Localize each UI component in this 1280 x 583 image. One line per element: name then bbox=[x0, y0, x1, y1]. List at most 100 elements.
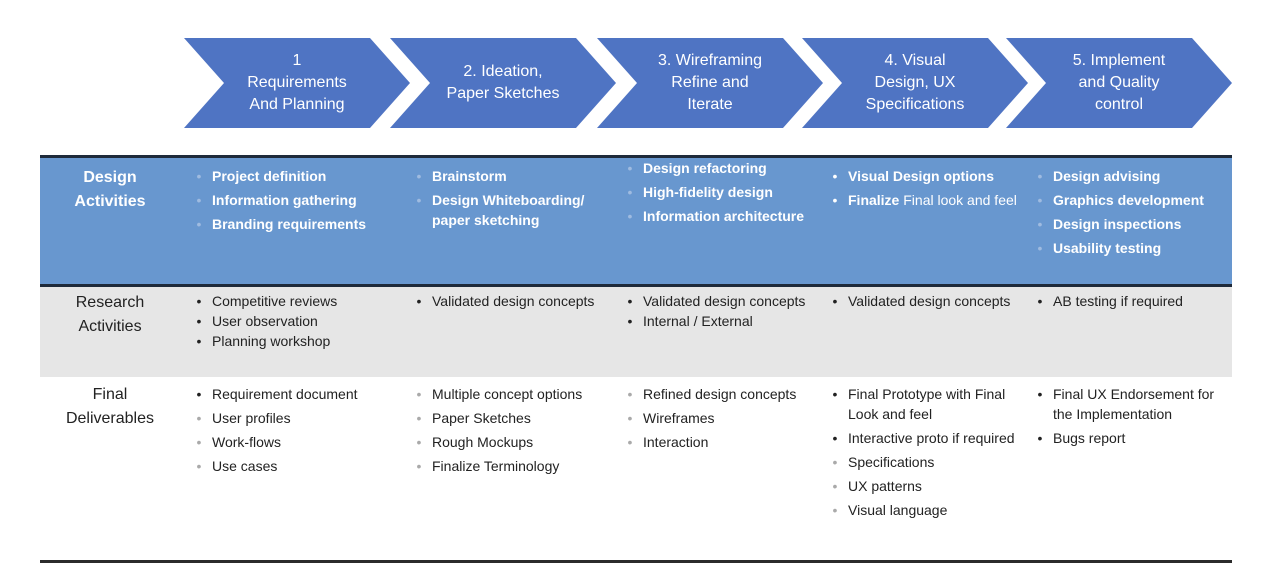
deliverables-list-step-5: • Final UX Endorsement for the Implementa… bbox=[1034, 384, 1234, 448]
list-item-text: Design advising bbox=[1053, 168, 1161, 184]
list-item-text: Multiple concept options bbox=[432, 386, 583, 402]
final-deliverables-row: Final Deliverables •Requirement document… bbox=[40, 377, 1232, 560]
bullet-icon: • bbox=[627, 160, 633, 176]
list-item-text: Competitive reviews bbox=[212, 293, 338, 309]
research-cell-step-4: •Validated design concepts bbox=[829, 291, 1024, 311]
list-item: • Work-flows bbox=[193, 432, 398, 452]
list-item: •Design Whiteboarding/ paper sketching bbox=[413, 190, 613, 230]
list-item-text: Paper Sketches bbox=[432, 410, 531, 426]
list-item: •Visual Design options bbox=[829, 166, 1024, 186]
bullet-icon: • bbox=[416, 192, 422, 208]
list-item: • Design advising bbox=[1034, 166, 1234, 186]
bullet-icon: • bbox=[832, 168, 838, 184]
list-item: •Paper Sketches bbox=[413, 408, 613, 428]
list-item: •Finalize Terminology bbox=[413, 456, 613, 476]
bullet-icon: • bbox=[1037, 386, 1043, 402]
list-item-text: Final look and feel bbox=[899, 192, 1017, 208]
bullet-icon: • bbox=[1037, 192, 1043, 208]
list-item-text: Final Prototype with Final Look and feel bbox=[848, 386, 1006, 422]
design-cell-step-4: •Visual Design options •Finalize Final lo… bbox=[829, 166, 1024, 214]
list-item-text: Interaction bbox=[643, 434, 709, 450]
bullet-icon: • bbox=[627, 313, 633, 329]
list-item: •Finalize Final look and feel bbox=[829, 190, 1024, 210]
bullet-icon: • bbox=[627, 208, 633, 224]
bullet-icon: • bbox=[196, 216, 202, 232]
list-item-text: Brainstorm bbox=[432, 168, 507, 184]
design-cell-step-3: •Design refactoring•High-fidelity design… bbox=[624, 158, 819, 230]
bullet-icon: • bbox=[1037, 168, 1043, 184]
bullet-icon: • bbox=[416, 293, 422, 309]
list-item: • Validated design concepts bbox=[624, 291, 819, 311]
bullet-icon: • bbox=[627, 410, 633, 426]
bullet-icon: • bbox=[832, 386, 838, 402]
bullet-icon: • bbox=[1037, 293, 1043, 309]
chevron-label-step-1: 1 Requirements And Planning bbox=[247, 52, 347, 113]
research-list-step-4: •Validated design concepts bbox=[829, 291, 1024, 311]
table-top-border bbox=[40, 155, 1232, 158]
list-item-text: Validated design concepts bbox=[432, 293, 595, 309]
bullet-icon: • bbox=[196, 192, 202, 208]
list-item-text: UX patterns bbox=[848, 478, 922, 494]
row-label-design: Design Activities bbox=[74, 169, 146, 210]
bullet-icon: • bbox=[832, 192, 838, 208]
deliverables-cell-step-3: •Refined design concepts • Wireframes • Inte… bbox=[624, 384, 819, 456]
list-item-text: Project definition bbox=[212, 168, 327, 184]
list-item-text: Internal / External bbox=[643, 313, 753, 329]
bullet-icon: • bbox=[627, 293, 633, 309]
bullet-icon: • bbox=[832, 454, 838, 470]
chevron-step-2 bbox=[390, 38, 616, 128]
bullet-icon: • bbox=[196, 458, 202, 474]
list-item: •Design refactoring bbox=[624, 158, 819, 178]
research-list-step-2: • Validated design concepts bbox=[413, 291, 613, 311]
bullet-icon: • bbox=[196, 434, 202, 450]
list-item: •Visual language bbox=[829, 500, 1024, 520]
list-item-text: Graphics development bbox=[1053, 192, 1204, 208]
list-item-text: Branding requirements bbox=[212, 216, 367, 232]
row-label-deliverables: Final Deliverables bbox=[65, 386, 155, 427]
list-item-text: Final UX Endorsement for the Implementat… bbox=[1053, 386, 1215, 422]
list-item: •High-fidelity design bbox=[624, 182, 819, 202]
list-item-text: Usability testing bbox=[1053, 240, 1162, 256]
list-item: •Bugs report bbox=[1034, 428, 1234, 448]
list-item: •User profiles bbox=[193, 408, 398, 428]
list-item: • Competitive reviews bbox=[193, 291, 398, 311]
list-item-text: Use cases bbox=[212, 458, 278, 474]
list-item: •Project definition bbox=[193, 166, 398, 186]
chevron-label-step-5: 5. Implement and Quality control bbox=[1072, 52, 1166, 113]
list-item-text: High-fidelity design bbox=[643, 184, 773, 200]
list-item-text: Wireframes bbox=[643, 410, 715, 426]
list-item: •Usability testing bbox=[1034, 238, 1234, 258]
deliverables-cell-step-4: • Final Prototype with Final Look and fee… bbox=[829, 384, 1024, 524]
list-item-text: Refined design concepts bbox=[643, 386, 797, 402]
list-item-text: Finalize Terminology bbox=[432, 458, 560, 474]
bullet-icon: • bbox=[196, 333, 202, 349]
chevron-step-4 bbox=[802, 38, 1028, 128]
list-item: •User observation bbox=[193, 311, 398, 331]
list-item: • Use cases bbox=[193, 456, 398, 476]
design-list-step-1: •Project definition•Information gatherin… bbox=[193, 166, 398, 234]
deliverables-cell-step-1: •Requirement document•User profiles•Work… bbox=[193, 384, 398, 480]
list-item: •AB testing if required bbox=[1034, 291, 1234, 311]
list-item-text: Rough Mockups bbox=[432, 434, 534, 450]
list-item: •Validated design concepts bbox=[829, 291, 1024, 311]
bullet-icon: • bbox=[196, 313, 202, 329]
list-item: • UX patterns bbox=[829, 476, 1024, 496]
list-item-text: Validated design concepts bbox=[643, 293, 806, 309]
process-chevrons bbox=[184, 38, 1232, 128]
list-item-text: Validated design concepts bbox=[848, 293, 1011, 309]
list-item: •Refined design concepts bbox=[624, 384, 819, 404]
chevron-step-3 bbox=[597, 38, 823, 128]
chevron-label-step-2: 2. Ideation, Paper Sketches bbox=[446, 63, 560, 102]
list-item-text: Interactive proto if required bbox=[848, 430, 1015, 446]
list-item-text: Planning workshop bbox=[212, 333, 331, 349]
bullet-icon: • bbox=[196, 293, 202, 309]
list-item: •Brainstorm bbox=[413, 166, 613, 186]
bullet-icon: • bbox=[627, 434, 633, 450]
list-item-text: Work-flows bbox=[212, 434, 281, 450]
list-item: •Interactive proto if required bbox=[829, 428, 1024, 448]
bullet-icon: • bbox=[832, 478, 838, 494]
design-list-step-5: •Design advising•Graphics development•De… bbox=[1034, 166, 1234, 258]
research-activities-row: Research Activities •Competitive reviews… bbox=[40, 287, 1232, 377]
list-item: • Graphics development bbox=[1034, 190, 1234, 210]
bullet-icon: • bbox=[416, 386, 422, 402]
